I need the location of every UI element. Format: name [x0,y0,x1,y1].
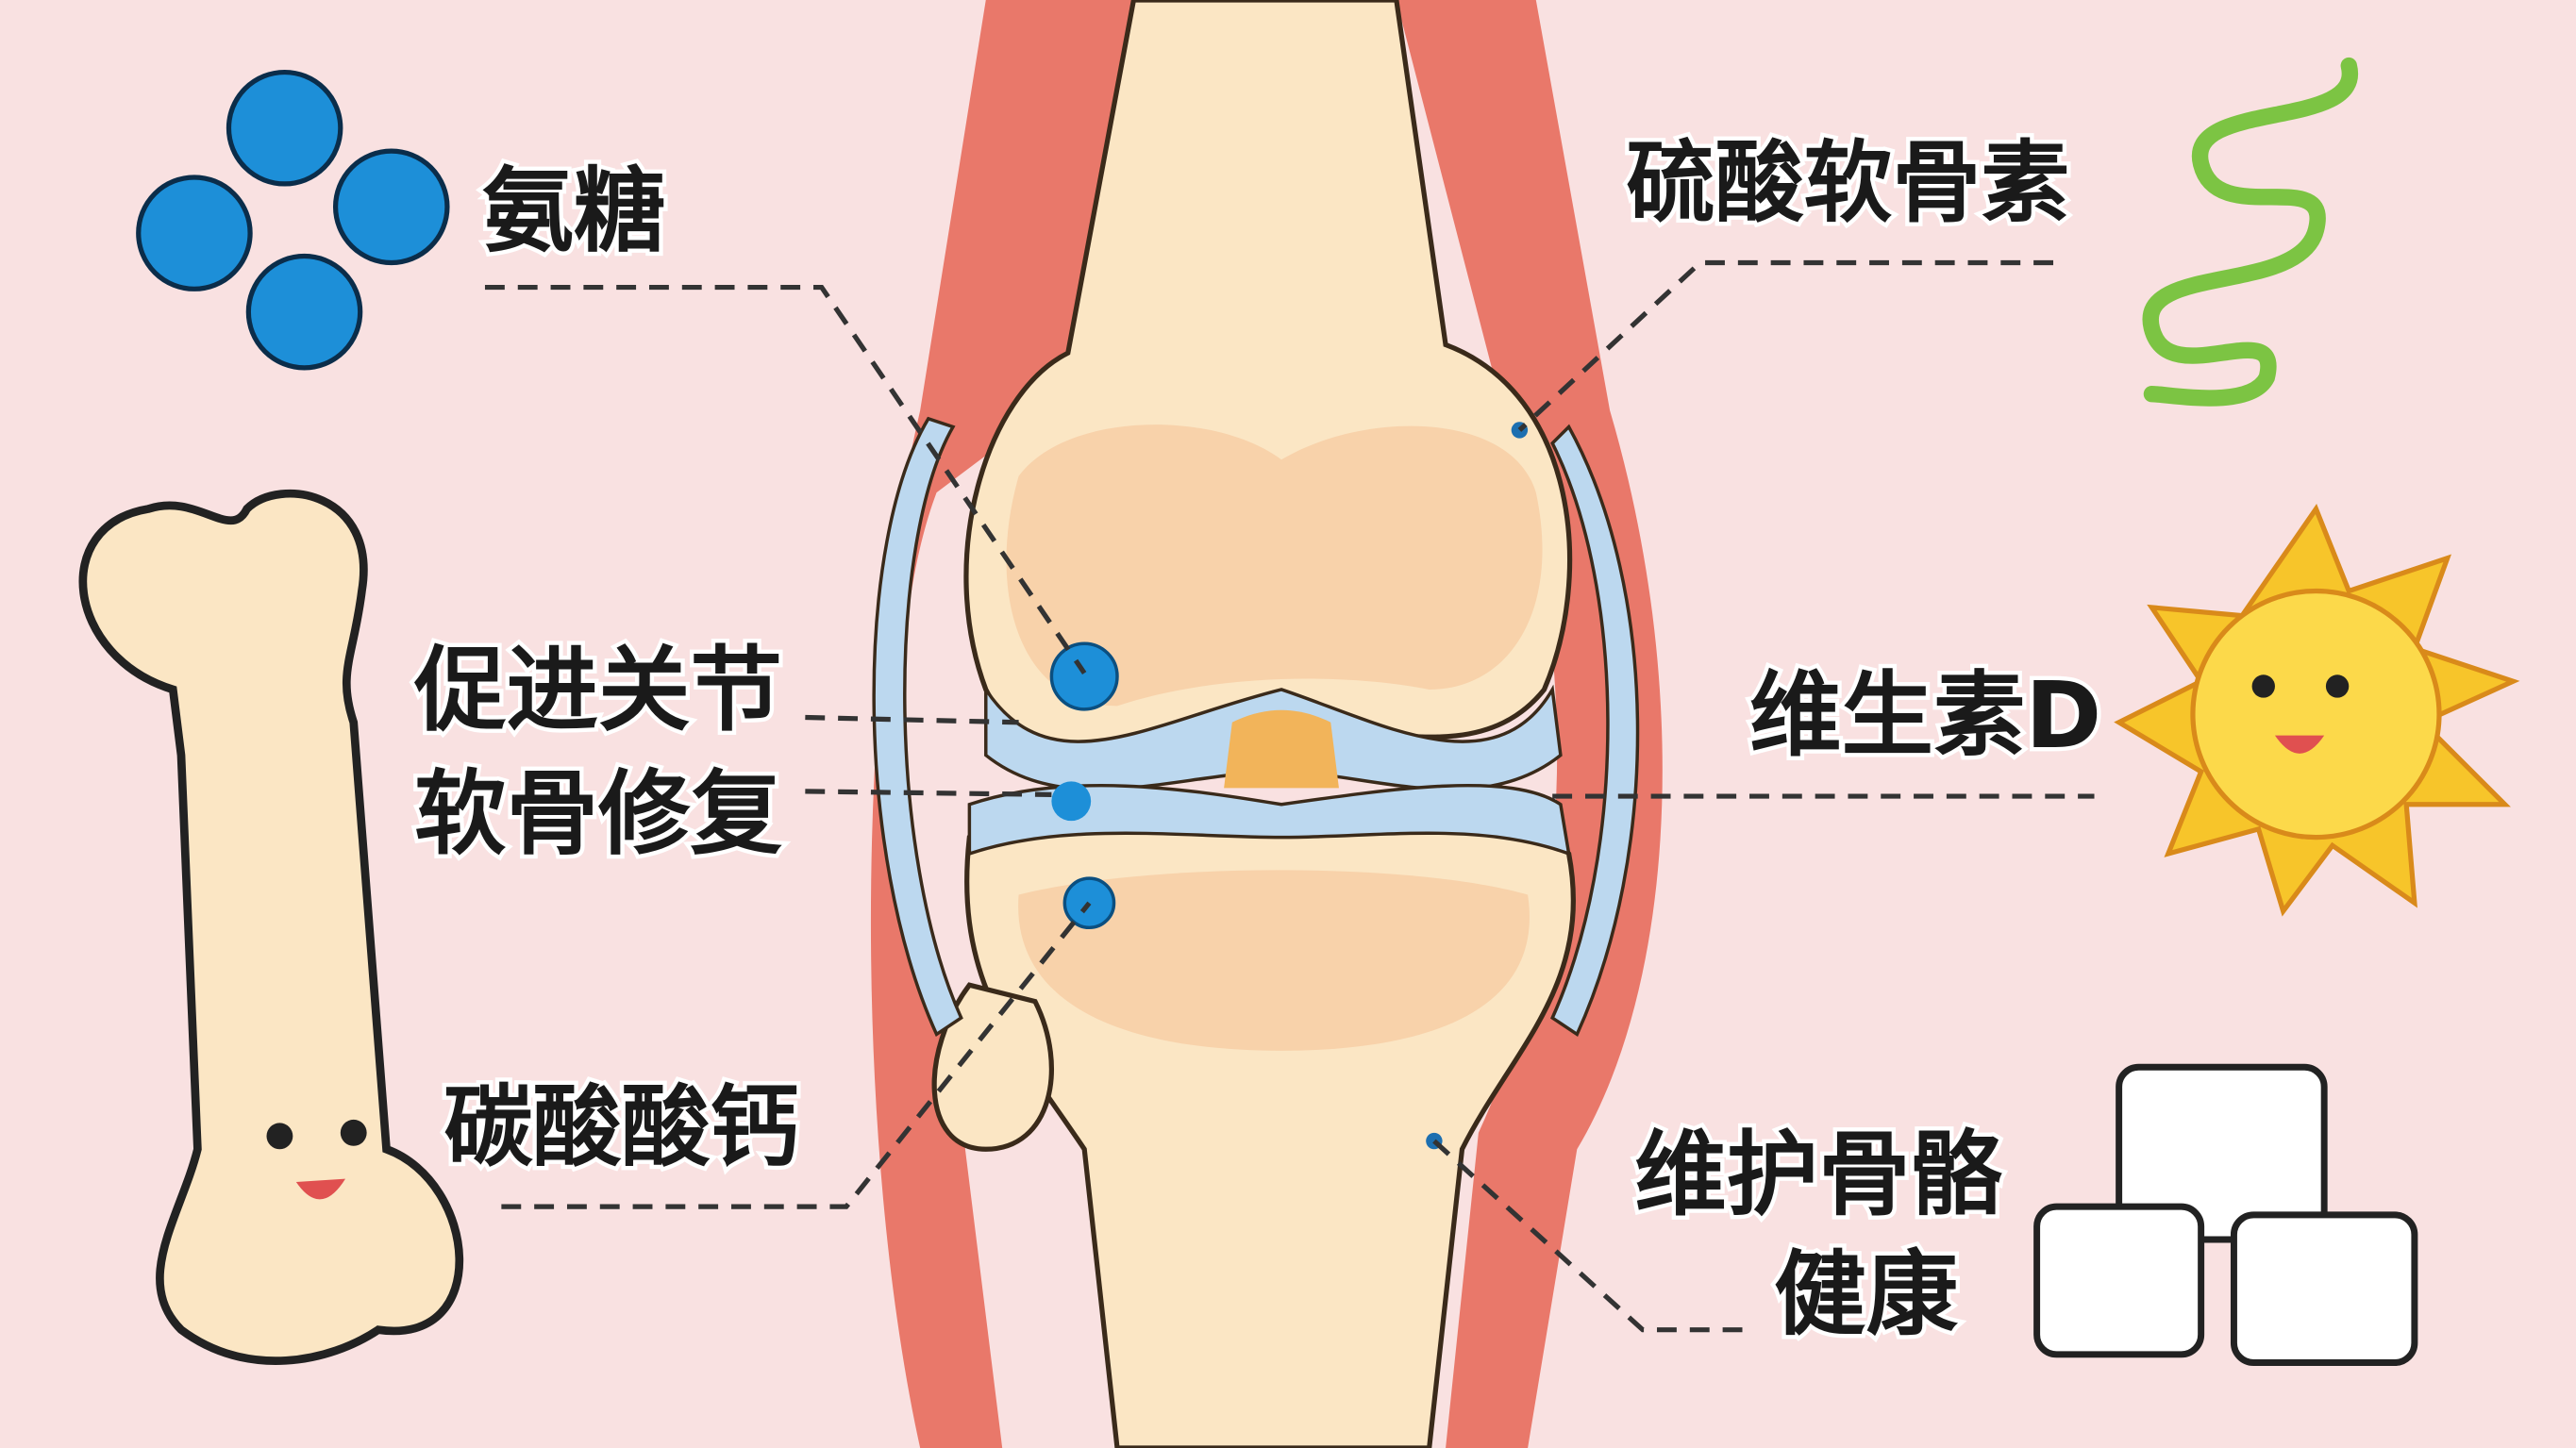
marker-glucosamine [1049,641,1119,711]
label-bone-health-2: 健康 [1774,1241,1958,1348]
label-glucosamine: 氨糖 [481,158,665,265]
label-chondroitin: 硫酸软骨素 [1627,132,2070,235]
femur [963,0,1573,747]
cartilage [872,416,1640,1038]
label-promote-cartilage-2: 软骨修复 [414,760,782,867]
markers [1049,422,1529,1150]
leader-lines [484,259,2095,1333]
label-bone-health-1: 维护骨骼 [1634,1122,2002,1228]
chondroitin-spiral-icon [2142,57,2359,407]
glucosamine-molecule-icon [136,69,450,371]
calcium-cubes-icon [2033,1063,2418,1366]
fibula-head [931,982,1054,1152]
tibia [931,807,1576,1448]
label-promote-cartilage-1: 促进关节 [413,638,782,744]
marker-cartilage [1051,781,1092,822]
label-calcium: 碳酸酸钙 [443,1076,798,1179]
sun-icon [2114,504,2520,917]
label-vitamin-d: 维生素D [1749,662,2101,769]
bone-character-icon [78,489,464,1365]
